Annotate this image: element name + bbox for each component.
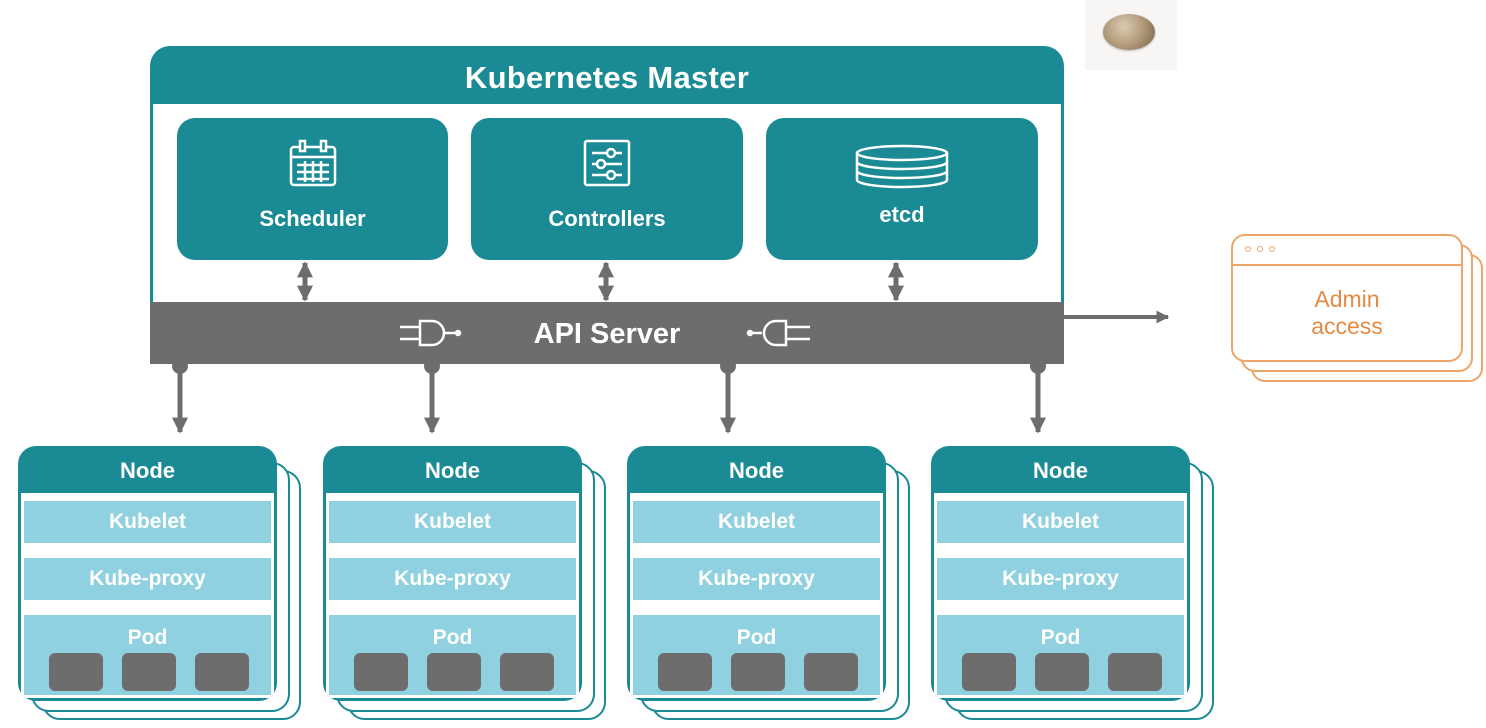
node-title: Node: [729, 458, 784, 483]
node-title: Node: [425, 458, 480, 483]
container-box: [1035, 653, 1089, 691]
admin-access-label: Admin access: [1233, 286, 1461, 340]
scheduler-component: Scheduler: [177, 118, 448, 260]
node-body: Kubelet Kube-proxy Pod: [326, 493, 579, 698]
node-body: Kubelet Kube-proxy Pod: [21, 493, 274, 698]
node-title: Node: [120, 458, 175, 483]
container-box: [427, 653, 481, 691]
kubelet-band: Kubelet: [24, 501, 271, 543]
sliders-icon: [471, 138, 743, 188]
container-box: [658, 653, 712, 691]
kubelet-band: Kubelet: [633, 501, 880, 543]
pod-label: Pod: [736, 626, 777, 649]
node-body: Kubelet Kube-proxy Pod: [934, 493, 1187, 698]
database-icon: [766, 144, 1038, 190]
scheduler-label: Scheduler: [259, 206, 366, 231]
node-card: Node Kubelet Kube-proxy Pod: [627, 446, 886, 701]
node-card: Node Kubelet Kube-proxy Pod: [18, 446, 277, 701]
admin-label-line1: Admin: [1314, 286, 1380, 312]
controllers-component: Controllers: [471, 118, 743, 260]
kubelet-band: Kubelet: [329, 501, 576, 543]
admin-label-line2: access: [1311, 313, 1383, 339]
pod-label: Pod: [432, 626, 473, 649]
container-box: [122, 653, 176, 691]
avatar: [1103, 14, 1155, 50]
node-title: Node: [1033, 458, 1088, 483]
node-card: Node Kubelet Kube-proxy Pod: [323, 446, 582, 701]
kubelet-band: Kubelet: [937, 501, 1184, 543]
container-box: [804, 653, 858, 691]
window-dot-icon: [1257, 246, 1263, 252]
kube-proxy-band: Kube-proxy: [633, 558, 880, 600]
pod-band: Pod: [633, 615, 880, 695]
container-box: [1108, 653, 1162, 691]
pod-band: Pod: [24, 615, 271, 695]
admin-access-window[interactable]: Admin access: [1231, 234, 1463, 362]
controllers-label: Controllers: [548, 206, 666, 231]
pod-band: Pod: [937, 615, 1184, 695]
admin-window-titlebar: [1233, 236, 1461, 266]
window-dot-icon: [1245, 246, 1251, 252]
container-box: [962, 653, 1016, 691]
pod-label: Pod: [1040, 626, 1081, 649]
kube-proxy-band: Kube-proxy: [24, 558, 271, 600]
container-box: [195, 653, 249, 691]
pod-band: Pod: [329, 615, 576, 695]
api-server-label: API Server: [533, 318, 681, 350]
pod-label: Pod: [127, 626, 168, 649]
calendar-icon: [177, 138, 448, 188]
container-box: [500, 653, 554, 691]
socket-icon: [746, 318, 814, 353]
api-server-bar: API Server: [150, 302, 1064, 364]
container-box: [49, 653, 103, 691]
kube-proxy-band: Kube-proxy: [329, 558, 576, 600]
etcd-label: etcd: [879, 202, 925, 227]
container-box: [731, 653, 785, 691]
master-title: Kubernetes Master: [464, 60, 750, 95]
window-dot-icon: [1269, 246, 1275, 252]
container-box: [354, 653, 408, 691]
node-body: Kubelet Kube-proxy Pod: [630, 493, 883, 698]
node-card: Node Kubelet Kube-proxy Pod: [931, 446, 1190, 701]
kube-proxy-band: Kube-proxy: [937, 558, 1184, 600]
plug-icon: [398, 318, 466, 353]
etcd-component: etcd: [766, 118, 1038, 260]
